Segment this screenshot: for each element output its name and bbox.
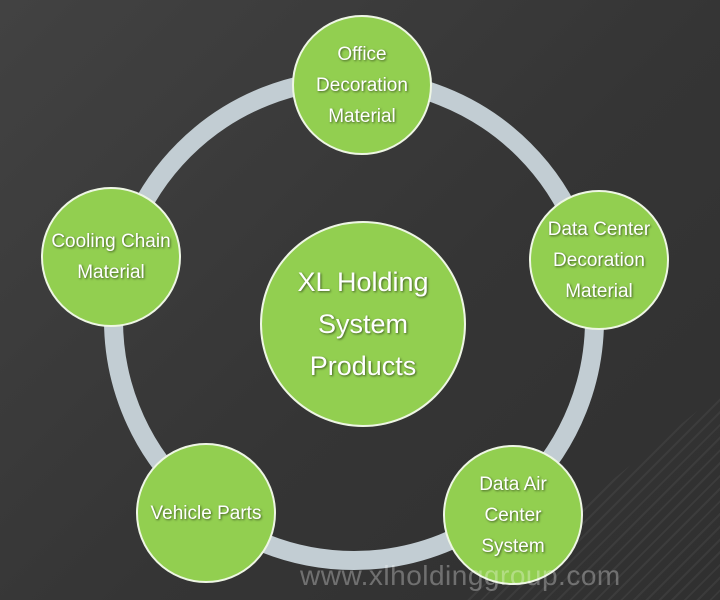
node-vehicle-parts: Vehicle Parts [136, 443, 276, 583]
label-line: Material [328, 105, 396, 127]
label-line: System [481, 535, 545, 557]
label-line: Cooling Chain [51, 231, 171, 252]
watermark-url: www.xlholdinggroup.com [300, 560, 621, 591]
label-line: Data Center [547, 218, 651, 240]
label-line: Products [309, 351, 417, 381]
label-line: Office [337, 43, 387, 65]
label-line: Decoration [553, 249, 645, 271]
label-line: Vehicle Parts [150, 502, 262, 524]
label-line: Center [484, 504, 542, 526]
label-line: XL Holding [297, 267, 429, 297]
label-line: System [317, 309, 409, 339]
label-line: Decoration [316, 74, 408, 96]
label-line: Material [77, 262, 145, 283]
node-label: Vehicle Parts [151, 498, 262, 529]
label-line: Material [565, 280, 633, 302]
label-line: Data Air [479, 473, 547, 495]
